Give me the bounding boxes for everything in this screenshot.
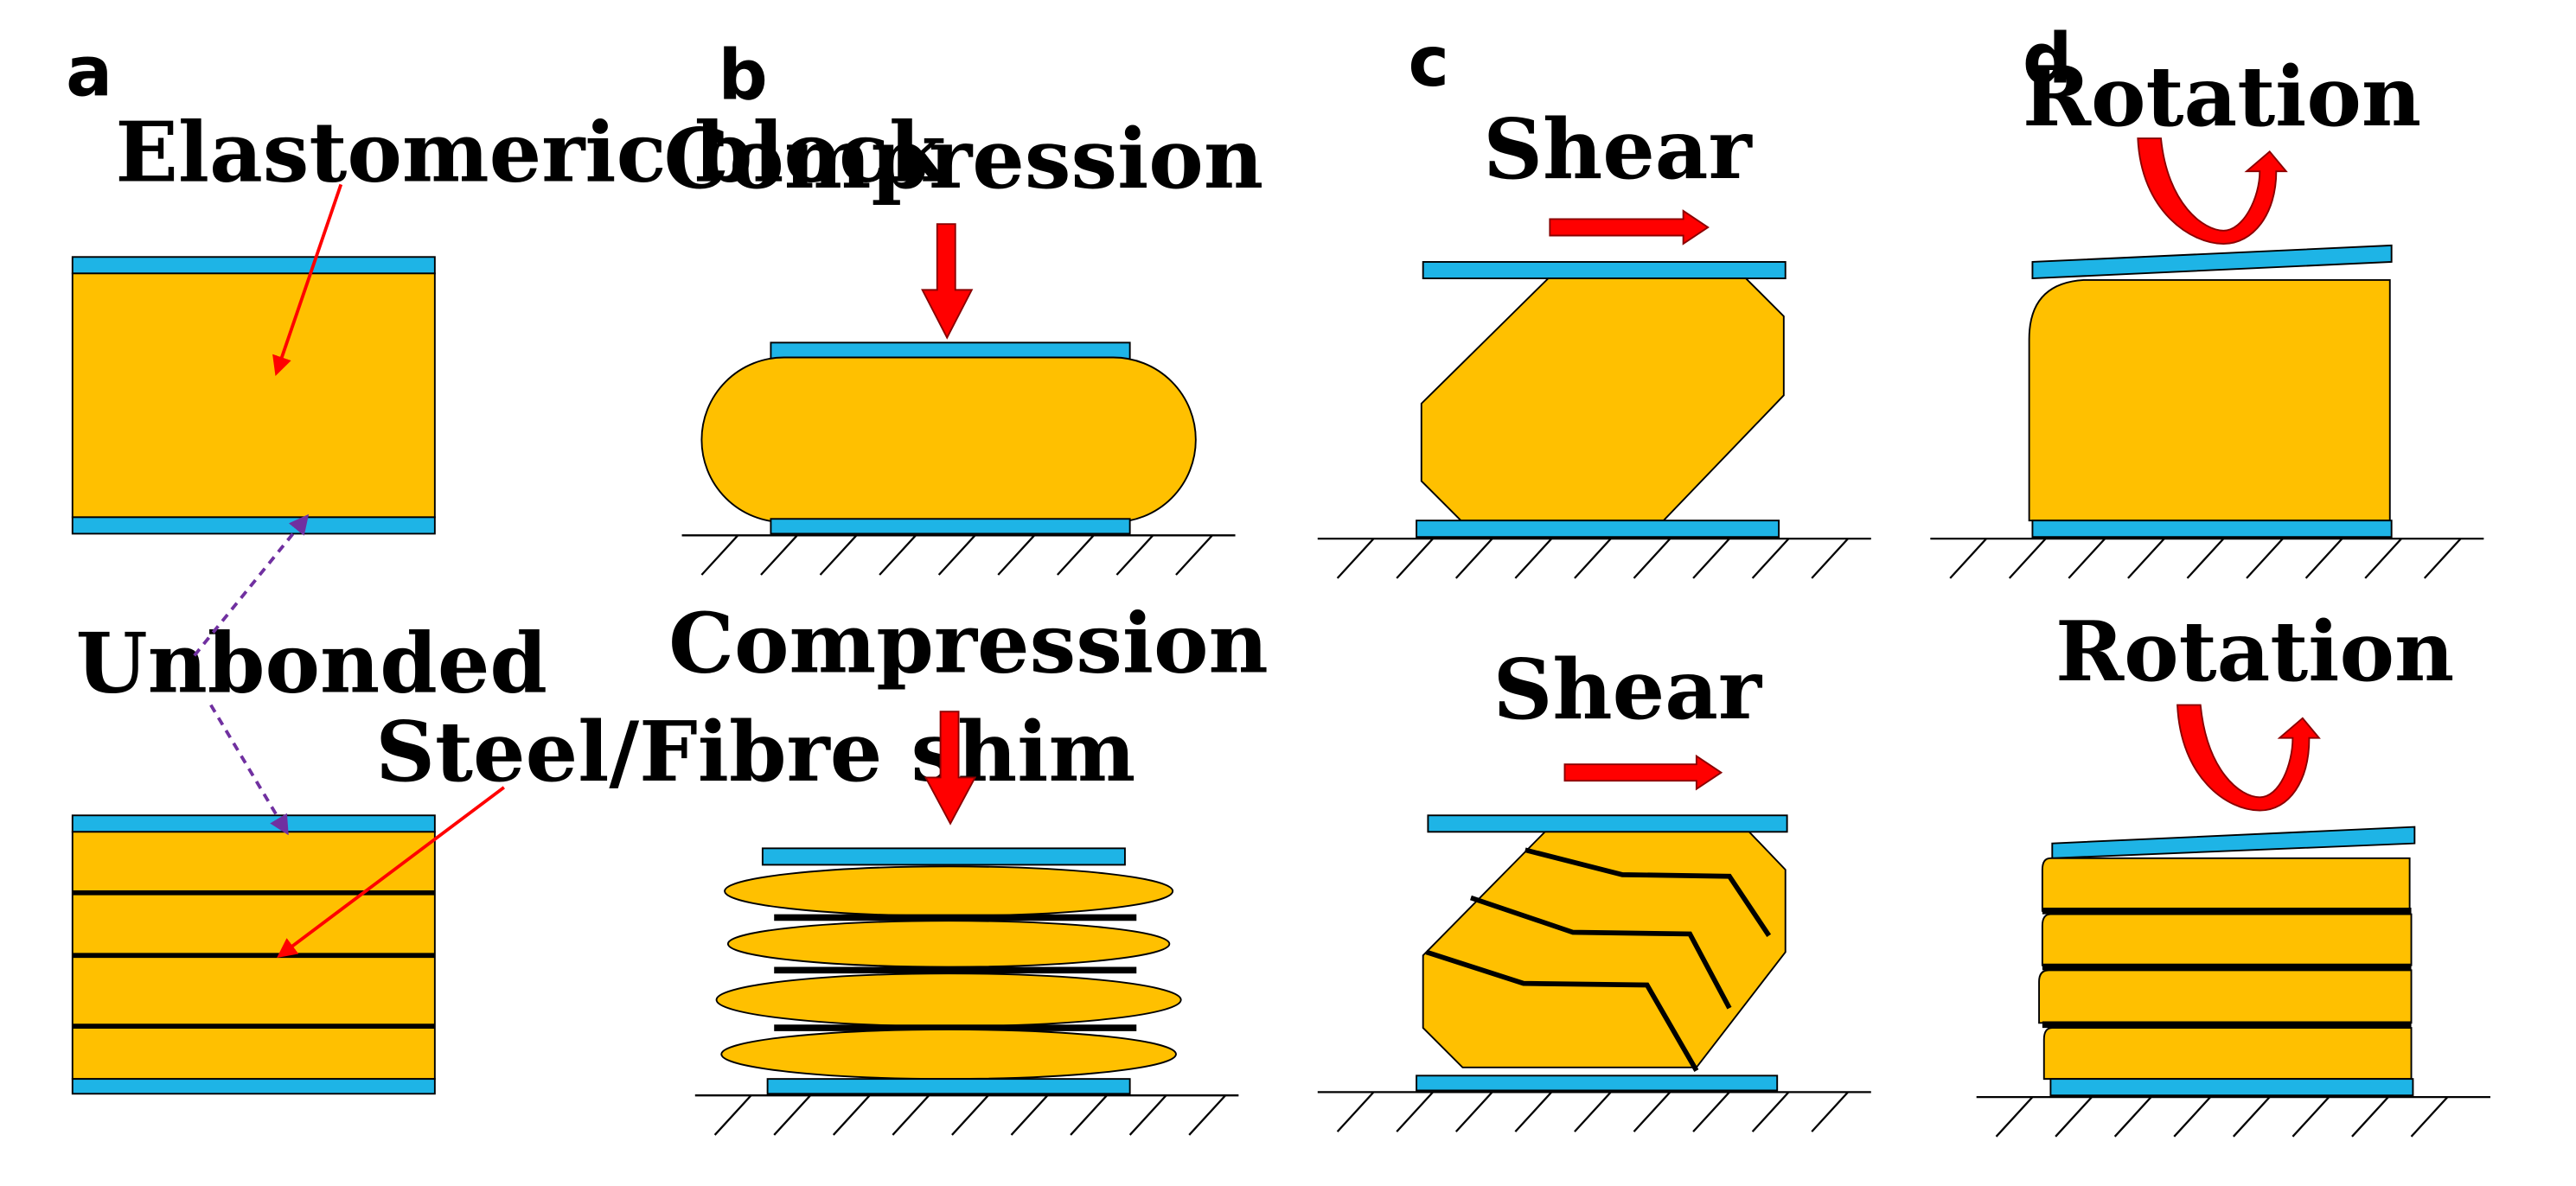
ground-hatch [694,1094,1239,1136]
sheared-laminated-elastomer [1422,831,1787,1068]
panel-b: b Compression Compression [663,35,1269,1136]
rotation-label-top: Rotation [2023,49,2421,145]
elastomer-layer [726,920,1171,968]
shear-arrow-top [1549,209,1710,245]
unbonded-pointer-upper [193,513,310,657]
top-plate [1422,261,1787,279]
elastomer-layer [2042,1027,2413,1081]
rotation-arrow-bottom [2176,704,2321,812]
shim-line [1425,949,1699,1073]
elastomeric-block [71,272,436,519]
elastomer-layer [715,972,1182,1028]
elastomer-layer [2038,969,2413,1024]
panel-letter-a: a [66,32,112,112]
bulged-elastomer [700,356,1197,524]
shim-line [1525,847,1772,937]
elastomeric-pointer-arrow [272,183,343,376]
rotation-arrow-top [2137,137,2288,245]
tilted-top-plate [2031,244,2393,280]
ground-hatch [1930,537,2484,579]
compression-label-bottom: Compression [668,596,1269,692]
unbonded-compressed-bearing [700,341,1197,535]
shear-label-bottom: Shear [1493,642,1763,738]
elastomer-layer [2041,913,2413,966]
shim-line [1470,895,1732,1010]
unbonded-label: Unbonded [76,615,547,711]
unbonded-sheared-bearing [1416,261,1787,539]
panel-c: c Shear Shear [1317,22,1871,1132]
laminated-rotated-bearing [2038,826,2416,1097]
shim-label: Steel/Fibre shim [375,705,1135,800]
rotation-label-bottom: Rotation [2055,604,2454,700]
bottom-plate [1416,520,1780,539]
elastomer-layer [724,865,1174,917]
bottom-plate [770,518,1131,535]
unbonded-laminated-bearing [71,814,436,1095]
sheared-elastomer [1420,277,1785,522]
unbonded-rotated-bearing [2028,244,2393,539]
panel-d: d Rotation Rotation [1930,18,2490,1138]
ground-hatch [1976,1095,2490,1138]
top-plate [1427,814,1788,833]
rotated-elastomer [2028,278,2391,522]
laminated-compressed-bearing [715,847,1182,1095]
panel-letter-b: b [718,35,767,115]
panel-letter-c: c [1409,22,1449,102]
tilted-top-plate [2051,826,2416,859]
compression-arrow-top [921,223,974,340]
ground-hatch [1317,1091,1871,1132]
elastomeric-block-label: Elastomeric block [115,105,948,201]
shim-pointer-arrow [277,786,505,958]
ground-hatch [681,534,1236,576]
unbonded-single-bearing [71,256,436,535]
panel-a: a Elastomeric block Unbonded Steel/Fibre… [66,32,1135,1095]
shear-label-top: Shear [1483,102,1753,198]
bottom-plate [766,1078,1131,1095]
top-plate [761,847,1126,866]
compression-arrow-bottom [924,711,977,826]
bottom-plate [2031,520,2393,539]
elastomer-layer [2041,857,2411,912]
bottom-plate [71,516,436,535]
top-plate [71,256,436,275]
bottom-plate [2049,1078,2414,1097]
laminated-sheared-bearing [1416,814,1788,1092]
unbonded-pointer-lower [209,704,289,836]
elastomer-layer [720,1029,1177,1081]
ground-hatch [1317,537,1871,579]
bottom-plate [1416,1074,1779,1092]
bottom-plate [71,1078,436,1095]
compression-label-top: Compression [663,112,1263,207]
top-plate [71,814,436,833]
panel-letter-d: d [2023,18,2072,99]
shear-arrow-bottom [1563,754,1723,791]
